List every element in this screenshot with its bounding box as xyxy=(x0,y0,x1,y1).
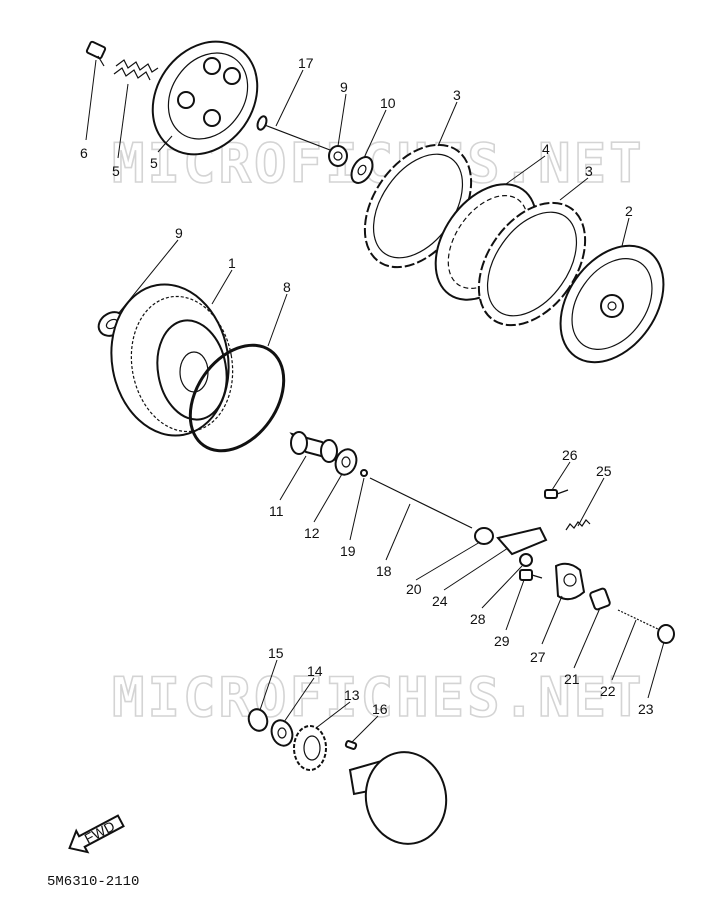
fwd-arrow: FWD xyxy=(68,814,125,854)
callout-17: 16 xyxy=(372,701,388,717)
callout-14: 13 xyxy=(344,687,360,703)
part-14-drive-gear xyxy=(293,725,327,771)
callout-4: 4 xyxy=(542,141,550,157)
part-22-locknut xyxy=(589,587,611,611)
part-18-push-rod xyxy=(256,115,331,151)
part-28-adjuster-housing xyxy=(554,562,586,601)
callout-22: 21 xyxy=(564,671,580,687)
callout-5: 5 xyxy=(150,155,158,171)
part-26-spring xyxy=(565,519,591,531)
callout-21: 20 xyxy=(406,581,422,597)
callout-13: 12 xyxy=(304,525,320,541)
callout-19: 18 xyxy=(376,563,392,579)
part-5-pressure-plate xyxy=(151,40,259,156)
callout-2: 2 xyxy=(625,203,633,219)
part-11-washer xyxy=(350,156,374,184)
callout-16: 15 xyxy=(268,645,284,661)
part-7-bolt xyxy=(85,40,107,67)
part-20-ball xyxy=(360,469,368,477)
part-21-cap xyxy=(474,527,494,545)
part-23-adjuster-screw xyxy=(617,609,661,631)
callout-23: 22 xyxy=(600,683,616,699)
callout-9: 9 xyxy=(175,225,183,241)
callout-18: 17 xyxy=(298,55,314,71)
callout-28: 27 xyxy=(530,649,546,665)
part-8-o-ring xyxy=(188,343,286,453)
part-30-bolt xyxy=(519,569,543,581)
fwd-label: FWD xyxy=(82,818,118,847)
diagram-code: 5M6310-2110 xyxy=(47,874,139,890)
part-2-clutch-boss xyxy=(559,244,665,364)
callout-29: 28 xyxy=(470,611,486,627)
part-24-nut xyxy=(657,624,675,644)
callout-15: 14 xyxy=(307,663,323,679)
callout-6: 5 xyxy=(112,163,120,179)
callout-26: 25 xyxy=(596,463,612,479)
part-12-sleeve xyxy=(289,431,339,463)
callout-12: 11 xyxy=(269,503,284,519)
callout-10: 9 xyxy=(340,79,348,95)
part-3-friction-plate-b xyxy=(477,201,587,327)
callout-11: 10 xyxy=(380,95,396,111)
callout-20: 19 xyxy=(340,543,356,559)
part-17-key xyxy=(344,740,358,750)
part-16-nut xyxy=(247,708,269,732)
part-10-bearing xyxy=(328,145,348,167)
part-19-push-rod xyxy=(369,477,473,529)
crankshaft xyxy=(348,751,448,845)
callout-3-b: 3 xyxy=(585,163,593,179)
callout-27: 26 xyxy=(562,447,578,463)
part-27-screw xyxy=(544,489,569,499)
part-29-nut xyxy=(519,553,533,567)
part-15-washer xyxy=(270,719,294,747)
callout-30: 29 xyxy=(494,633,510,649)
callout-1: 1 xyxy=(228,255,236,271)
callout-8: 8 xyxy=(283,279,291,295)
part-6-spring xyxy=(113,59,159,81)
watermark-bottom: MICROFICHES.NET xyxy=(112,666,645,729)
leader-lines xyxy=(85,59,665,743)
callout-25: 24 xyxy=(432,593,448,609)
part-1-clutch-housing xyxy=(110,283,234,437)
callout-24: 23 xyxy=(638,701,654,717)
callout-7: 6 xyxy=(80,145,88,161)
callout-3-a: 3 xyxy=(453,87,461,103)
